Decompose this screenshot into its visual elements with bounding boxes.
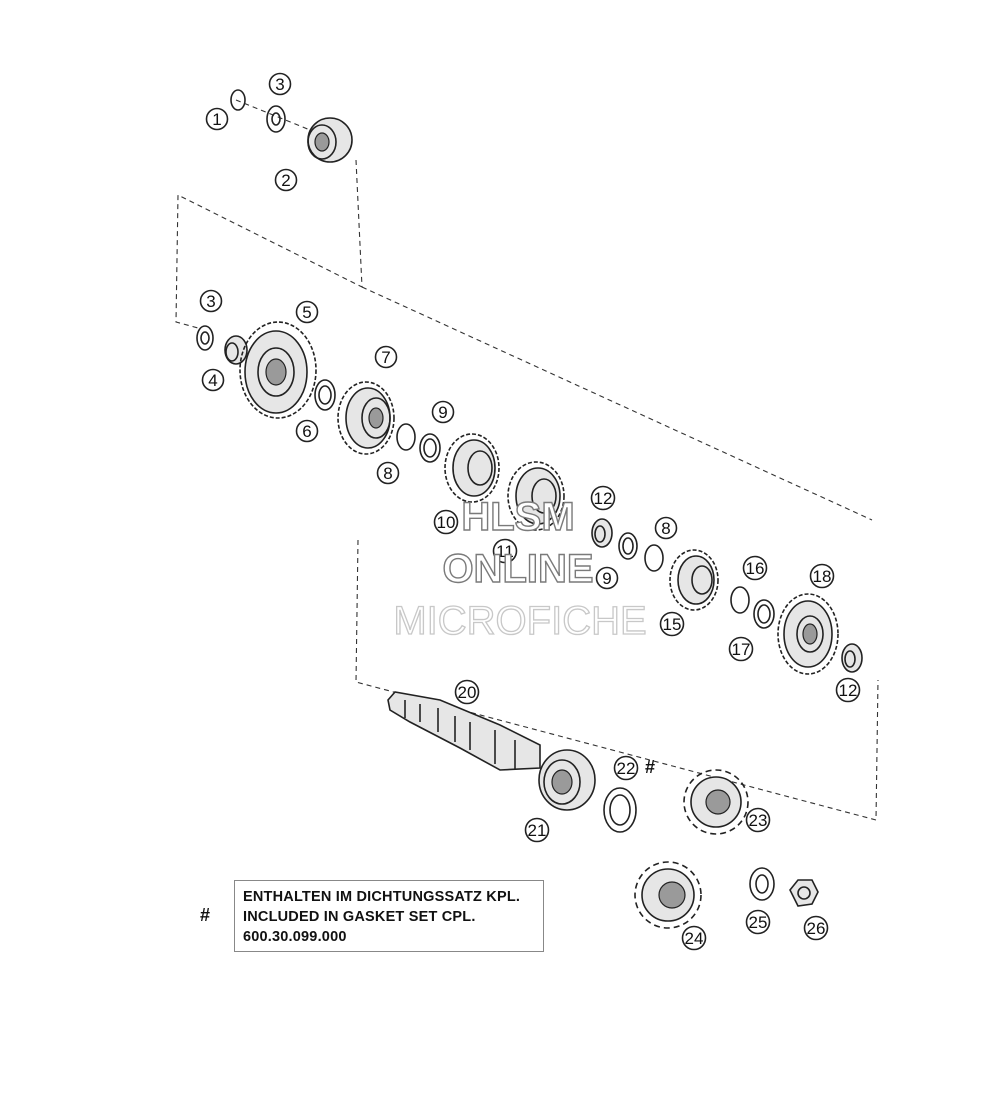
callout[interactable]: 24: [681, 925, 707, 951]
part-needle-bearing-12b[interactable]: [841, 643, 863, 673]
callout[interactable]: 10: [433, 509, 459, 535]
callout[interactable]: 8: [654, 516, 678, 540]
watermark-line-3: MICROFICHE: [393, 599, 646, 643]
svg-text:18: 18: [813, 567, 832, 586]
part-washer-9b[interactable]: [618, 532, 638, 560]
svg-text:4: 4: [208, 371, 217, 390]
svg-text:8: 8: [383, 464, 392, 483]
svg-text:1: 1: [212, 110, 221, 129]
svg-text:2: 2: [281, 171, 290, 190]
legend-line-german: ENTHALTEN IM DICHTUNGSSATZ KPL.: [243, 889, 521, 905]
svg-text:3: 3: [206, 292, 215, 311]
svg-text:7: 7: [381, 348, 390, 367]
callout[interactable]: 9: [431, 400, 455, 424]
svg-text:17: 17: [732, 640, 751, 659]
svg-text:3: 3: [275, 75, 284, 94]
part-sprocket-23[interactable]: [683, 769, 749, 835]
part-bearing-2[interactable]: [307, 117, 353, 163]
assembly-guide-lines: [175, 99, 879, 821]
part-circlip-8b[interactable]: [644, 544, 664, 572]
part-washer-25[interactable]: [749, 867, 775, 901]
callout[interactable]: 3: [268, 72, 292, 96]
legend-symbol: #: [200, 905, 211, 925]
part-gear-5[interactable]: [239, 321, 317, 419]
svg-text:26: 26: [807, 919, 826, 938]
callout[interactable]: 17: [728, 636, 754, 662]
svg-text:22: 22: [617, 759, 636, 778]
legend-box: ENTHALTEN IM DICHTUNGSSATZ KPL. INCLUDED…: [234, 880, 544, 952]
svg-text:12: 12: [594, 489, 613, 508]
svg-text:9: 9: [602, 569, 611, 588]
callout[interactable]: 6: [295, 419, 319, 443]
svg-text:15: 15: [663, 615, 682, 634]
seal-kit-marker: #: [645, 757, 656, 777]
part-gear-15[interactable]: [669, 549, 719, 611]
callout[interactable]: 25: [745, 909, 771, 935]
watermark: HLSM ONLINE MICROFICHE: [393, 494, 648, 643]
callout[interactable]: 4: [201, 368, 225, 392]
part-circlip-1[interactable]: [230, 89, 246, 111]
callout[interactable]: 11: [492, 538, 518, 564]
part-circlip-8[interactable]: [396, 423, 416, 451]
svg-text:11: 11: [496, 542, 514, 561]
watermark-line-2: ONLINE: [442, 547, 593, 591]
part-gear-7[interactable]: [337, 381, 395, 455]
part-sprocket-24[interactable]: [634, 861, 702, 929]
callout[interactable]: 21: [524, 817, 550, 843]
callout[interactable]: 8: [376, 461, 400, 485]
part-gear-18[interactable]: [777, 593, 839, 675]
callout[interactable]: 23: [745, 807, 771, 833]
callout[interactable]: 5: [295, 300, 319, 324]
callout[interactable]: 20: [454, 679, 480, 705]
part-shaft-seal-22[interactable]: [603, 787, 637, 833]
callout[interactable]: 15: [659, 611, 685, 637]
callout[interactable]: 12: [835, 677, 861, 703]
svg-text:23: 23: [749, 811, 768, 830]
part-bearing-21[interactable]: [538, 749, 596, 811]
callout[interactable]: 3: [199, 289, 223, 313]
svg-text:10: 10: [437, 513, 456, 532]
callout[interactable]: 7: [374, 345, 398, 369]
callout[interactable]: 18: [809, 563, 835, 589]
svg-text:20: 20: [458, 683, 477, 702]
svg-text:6: 6: [302, 422, 311, 441]
legend-part-number: 600.30.099.000: [243, 929, 347, 945]
watermark-line-1: HLSM: [461, 495, 574, 539]
svg-text:8: 8: [661, 519, 670, 538]
part-washer-3-top[interactable]: [266, 105, 286, 133]
svg-text:24: 24: [685, 929, 704, 948]
callout[interactable]: 22: [613, 755, 639, 781]
part-main-shaft-20[interactable]: [387, 691, 541, 771]
svg-text:25: 25: [749, 913, 768, 932]
part-gear-10[interactable]: [444, 433, 500, 503]
callout[interactable]: 26: [803, 915, 829, 941]
part-washer-6[interactable]: [314, 379, 336, 411]
svg-text:12: 12: [839, 681, 858, 700]
part-gear-11[interactable]: [507, 461, 565, 531]
part-needle-bearing-12[interactable]: [591, 518, 613, 548]
svg-text:5: 5: [302, 303, 311, 322]
legend-line-english: INCLUDED IN GASKET SET CPL.: [243, 909, 476, 925]
svg-text:16: 16: [746, 559, 765, 578]
svg-text:9: 9: [438, 403, 447, 422]
callouts: 1 2 3 3 4 5 6 7 8 9 10 11 12 9 8 15 16 1…: [199, 72, 861, 951]
callout[interactable]: 12: [590, 485, 616, 511]
part-washer-3[interactable]: [196, 325, 214, 351]
part-nut-26[interactable]: [789, 879, 819, 907]
svg-text:21: 21: [528, 821, 547, 840]
part-circlip-16[interactable]: [730, 586, 750, 614]
part-washer-9[interactable]: [419, 433, 441, 463]
callout[interactable]: 16: [742, 555, 768, 581]
callout[interactable]: 2: [274, 168, 298, 192]
callout[interactable]: 9: [595, 566, 619, 590]
callout[interactable]: 1: [205, 107, 229, 131]
part-needle-bearing-4[interactable]: [224, 335, 248, 365]
part-washer-17[interactable]: [753, 599, 775, 629]
